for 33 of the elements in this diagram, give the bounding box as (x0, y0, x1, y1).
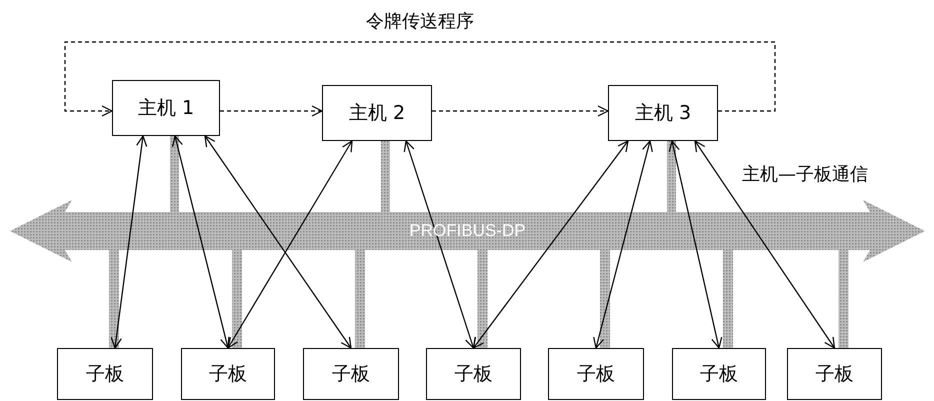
node-label: 子板 (332, 362, 370, 387)
dashed-arrow (432, 105, 609, 117)
node-label: 子板 (209, 362, 247, 387)
node-label: 子板 (816, 362, 854, 387)
edge-label: 令牌传送程序 (364, 9, 476, 33)
slave-box (426, 348, 521, 400)
node-label: 子板 (454, 362, 492, 387)
master-box (608, 85, 718, 141)
slave-box (672, 348, 766, 400)
dashed-arrow (64, 41, 776, 117)
double-arrow (694, 140, 836, 349)
slave-box (787, 348, 882, 400)
double-arrow (172, 135, 232, 349)
slave-box (548, 348, 644, 400)
double-arrow (404, 140, 476, 349)
double-arrow (472, 140, 629, 349)
double-arrow (668, 140, 722, 349)
node-label: 子板 (86, 362, 124, 387)
node-label: 主机 1 (138, 96, 194, 121)
node-label: 主机 2 (348, 101, 406, 126)
dashed-arrow (220, 105, 323, 117)
double-arrow (204, 135, 352, 349)
slave-box (181, 348, 275, 400)
node-label: 子板 (577, 362, 615, 387)
double-arrow (110, 135, 148, 349)
node-label: 子板 (700, 362, 738, 387)
slave-box (303, 348, 399, 400)
master-box (112, 80, 220, 136)
double-arrow (227, 140, 353, 349)
node-label: 主机 3 (634, 101, 692, 126)
slave-box (57, 348, 153, 400)
double-arrow (593, 140, 653, 349)
master-box (322, 85, 432, 141)
